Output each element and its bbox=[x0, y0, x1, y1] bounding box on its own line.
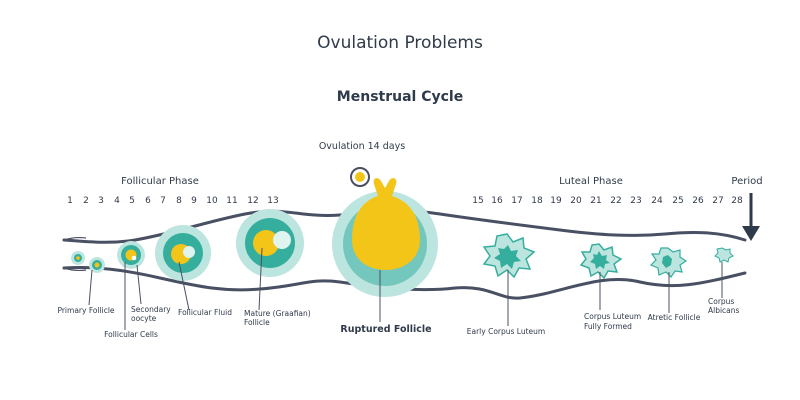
day-number: 15 bbox=[472, 196, 483, 206]
day-number: 12 bbox=[247, 196, 258, 206]
day-number: 9 bbox=[191, 196, 197, 206]
atretic-follicle-illustration bbox=[649, 247, 688, 278]
day-number: 25 bbox=[672, 196, 683, 206]
mature-follicle-label-line2: Follicle bbox=[244, 318, 270, 327]
leader-lines bbox=[88, 247, 723, 330]
day-number: 28 bbox=[731, 196, 743, 206]
mature-follicle-label-line1: Mature (Graafian) bbox=[244, 309, 311, 318]
day-number: 2 bbox=[83, 196, 89, 206]
day-number: 24 bbox=[651, 196, 663, 206]
corpus-luteum-formed-illustration bbox=[579, 243, 623, 280]
day-number: 5 bbox=[129, 196, 135, 206]
follicular-cells-label: Follicular Cells bbox=[104, 330, 158, 339]
day-number: 26 bbox=[692, 196, 704, 206]
day-number: 7 bbox=[160, 196, 166, 206]
early-corpus-luteum-label: Early Corpus Luteum bbox=[467, 327, 545, 336]
day-number: 11 bbox=[226, 196, 237, 206]
day-number: 16 bbox=[491, 196, 503, 206]
corpus-albicans-label-line2: Albicans bbox=[708, 306, 740, 315]
day-number: 13 bbox=[267, 196, 278, 206]
day-number: 23 bbox=[630, 196, 641, 206]
ovulation-label: Ovulation 14 days bbox=[319, 141, 405, 152]
secondary-oocyte-label-line2: oocyte bbox=[131, 314, 157, 323]
early-corpus-luteum-illustration bbox=[482, 233, 536, 279]
day-number: 6 bbox=[145, 196, 151, 206]
corpus-albicans-illustration bbox=[714, 247, 734, 263]
corpus-luteum-formed-label-line2: Fully Formed bbox=[584, 322, 632, 331]
day-numbers-luteal: 15 16 17 18 19 20 21 22 23 24 25 26 27 2… bbox=[472, 196, 743, 206]
day-numbers-follicular: 1 2 3 4 5 6 7 8 9 10 11 12 13 bbox=[67, 196, 279, 206]
day-number: 18 bbox=[531, 196, 543, 206]
ruptured-follicle-label: Ruptured Follicle bbox=[340, 324, 431, 335]
day-number: 21 bbox=[590, 196, 601, 206]
day-number: 17 bbox=[511, 196, 522, 206]
follicular-fluid-follicle-illustration bbox=[155, 225, 211, 281]
day-number: 1 bbox=[67, 196, 73, 206]
period-arrow-icon bbox=[742, 193, 760, 241]
ruptured-follicle-illustration bbox=[332, 178, 438, 297]
follicular-phase-label: Follicular Phase bbox=[121, 176, 199, 187]
day-number: 27 bbox=[712, 196, 723, 206]
day-number: 20 bbox=[570, 196, 582, 206]
atretic-follicle-label: Atretic Follicle bbox=[648, 313, 701, 322]
primary-follicle-illustration bbox=[71, 251, 105, 273]
released-egg-icon bbox=[350, 167, 370, 187]
diagram-subtitle: Menstrual Cycle bbox=[337, 89, 463, 105]
day-number: 10 bbox=[206, 196, 218, 206]
secondary-oocyte-follicle-illustration bbox=[117, 241, 145, 269]
corpus-albicans-label-line1: Corpus bbox=[708, 297, 734, 306]
band-wisp-top bbox=[63, 237, 87, 241]
day-number: 3 bbox=[98, 196, 104, 206]
period-label: Period bbox=[731, 176, 762, 187]
day-number: 22 bbox=[610, 196, 621, 206]
luteal-phase-label: Luteal Phase bbox=[559, 176, 623, 187]
secondary-oocyte-label-line1: Secondary bbox=[131, 305, 171, 314]
day-number: 19 bbox=[550, 196, 562, 206]
day-number: 8 bbox=[176, 196, 182, 206]
corpus-luteum-formed-label-line1: Corpus Luteum bbox=[584, 312, 641, 321]
page-title: Ovulation Problems bbox=[317, 33, 483, 53]
follicular-fluid-label: Follicular Fluid bbox=[178, 308, 232, 317]
primary-follicle-label: Primary Follicle bbox=[57, 306, 114, 315]
day-number: 4 bbox=[114, 196, 120, 206]
mature-graafian-follicle-illustration bbox=[236, 209, 304, 277]
band-wisp-bottom bbox=[63, 267, 87, 271]
